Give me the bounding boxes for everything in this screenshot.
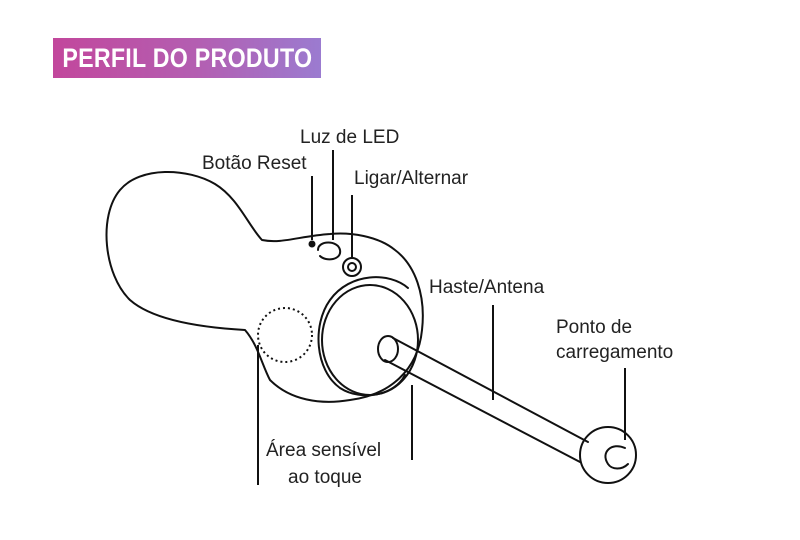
reset-button	[308, 240, 316, 248]
power-button-inner	[347, 262, 357, 272]
charging-ball	[579, 426, 637, 484]
rod-label: Haste/Antena	[429, 277, 545, 298]
rod-base	[377, 335, 399, 363]
device-body	[105, 170, 424, 403]
rod-bottom-edge	[384, 359, 581, 463]
rod-top-edge	[392, 337, 589, 443]
title-badge: PERFIL DO PRODUTO	[53, 38, 321, 78]
power-label: Ligar/Alternar	[354, 168, 469, 189]
touch-label-line1: Área sensível	[266, 440, 381, 461]
touch-label-line2: ao toque	[288, 467, 362, 488]
front-face	[321, 284, 419, 396]
led-light-shape	[317, 241, 342, 261]
front-ring-outer	[317, 276, 409, 397]
touch-area-marker	[257, 307, 313, 363]
page-title: PERFIL DO PRODUTO	[62, 42, 312, 73]
charge-label-line2: carregamento	[556, 342, 673, 363]
led-label: Luz de LED	[300, 127, 399, 148]
charging-port	[604, 445, 629, 470]
charge-label-line1: Ponto de	[556, 317, 632, 338]
power-button	[342, 257, 362, 277]
reset-label: Botão Reset	[202, 153, 307, 174]
